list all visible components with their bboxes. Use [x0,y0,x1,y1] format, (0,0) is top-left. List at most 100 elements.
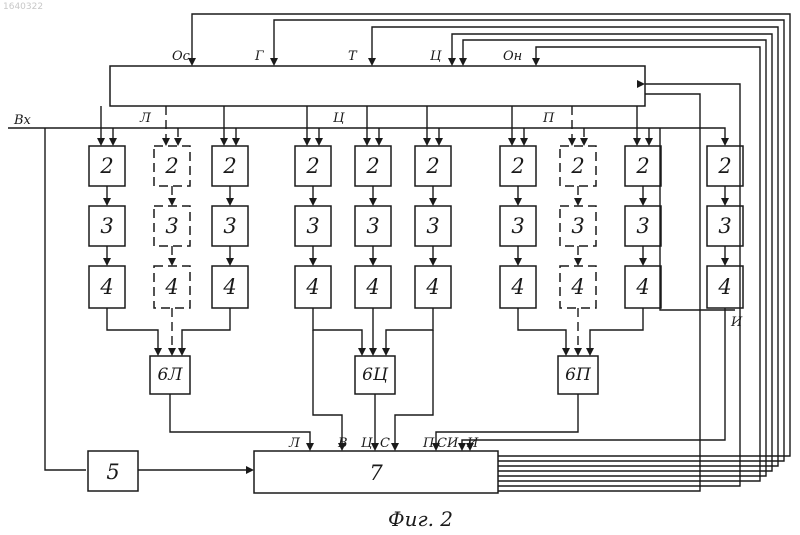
arrow-head [306,443,314,451]
wire [313,308,362,352]
arrow-head [586,348,594,356]
unit-3-label: 3 [366,214,379,238]
arrow-head [721,258,729,266]
arrow-head [232,138,240,146]
arrow-head [358,348,366,356]
unit-4-label: 4 [164,275,178,299]
input-to-block5 [45,128,86,470]
arrow-head [721,198,729,206]
block-7-label: 7 [369,461,383,485]
arrow-head [508,138,516,146]
arrow-head [178,348,186,356]
arrow-head [226,258,234,266]
arrow-head [645,138,653,146]
unit-3-label: 3 [165,214,178,238]
label-on: Он [503,49,522,64]
unit-3-label: 3 [426,214,439,238]
arrow-head [226,198,234,206]
arrow-head [382,348,390,356]
b7-in-l: Л [288,436,301,451]
arrow-head [103,258,111,266]
feedback-line [498,47,760,481]
unit-2-label: 2 [305,154,319,178]
label-g: Г [254,49,264,64]
unit-4-label: 4 [717,275,731,299]
unit-3-label: 3 [571,214,584,238]
arrow-head [270,58,278,66]
unit-4-label: 4 [510,275,524,299]
unit-3-label: 3 [511,214,524,238]
wire [395,330,433,447]
arrow-head [721,138,729,146]
arrow-head [574,348,582,356]
arrow-head [375,138,383,146]
block-5-label: 5 [106,460,119,484]
unit-3-label: 3 [223,214,236,238]
arrow-head [363,138,371,146]
unit-3-label: 3 [306,214,319,238]
unit-2-label: 2 [222,154,236,178]
arrow-head [162,138,170,146]
unit-3-label: 3 [100,214,113,238]
unit-2-label: 2 [635,154,649,178]
arrow-head [369,258,377,266]
unit-3-label: 3 [636,214,649,238]
unit-2-label: 2 [717,154,731,178]
group-label-ts: Ц [333,111,345,126]
arrow-head [303,138,311,146]
wire [386,308,433,352]
arrow-head [220,138,228,146]
unit-2-label: 2 [570,154,584,178]
input-label: Вх [13,113,32,128]
label-ts: Ц [430,49,442,64]
b7-in-s: С [380,436,390,451]
arrow-head [429,198,437,206]
arrow-head [448,58,456,66]
unit-2-label: 2 [510,154,524,178]
unit-2-label: 2 [425,154,439,178]
arrow-head [97,138,105,146]
label-os: Ос [172,49,191,64]
arrow-head [639,198,647,206]
wire [590,308,643,352]
arrow-head [562,348,570,356]
arrow-head [574,258,582,266]
arrow-head [514,198,522,206]
b7-in-si: СИ [437,436,459,451]
arrow-head [429,258,437,266]
b7-in-ts: Ц [361,436,373,451]
arrow-head [174,138,182,146]
arrow-head [369,198,377,206]
arrow-head [639,258,647,266]
unit-4-label: 4 [99,275,113,299]
combiner-6ts-label: 6Ц [362,365,389,385]
unit-4-label: 4 [635,275,649,299]
unit-4-label: 4 [570,275,584,299]
arrow-head [309,198,317,206]
control-unit [110,66,645,106]
arrow-head [369,348,377,356]
arrow-head [435,138,443,146]
label-t: Т [348,49,358,64]
arrow-head [514,258,522,266]
output-label-i: И [730,315,743,330]
unit-4-label: 4 [425,275,439,299]
arrow-head [520,138,528,146]
arrow-head [458,443,466,451]
unit-4-label: 4 [365,275,379,299]
unit-2-label: 2 [99,154,113,178]
arrow-head [423,138,431,146]
group-label-l: Л [139,111,152,126]
arrow-head [309,258,317,266]
arrow-head [154,348,162,356]
combiner-6l-label: 6Л [157,365,183,385]
wire [518,308,566,352]
wire [107,308,158,352]
arrow-head [109,138,117,146]
arrow-head [168,348,176,356]
arrow-head [574,198,582,206]
group-label-p: П [542,111,555,126]
arrow-head [368,58,376,66]
watermark: 1640322 [3,2,43,12]
